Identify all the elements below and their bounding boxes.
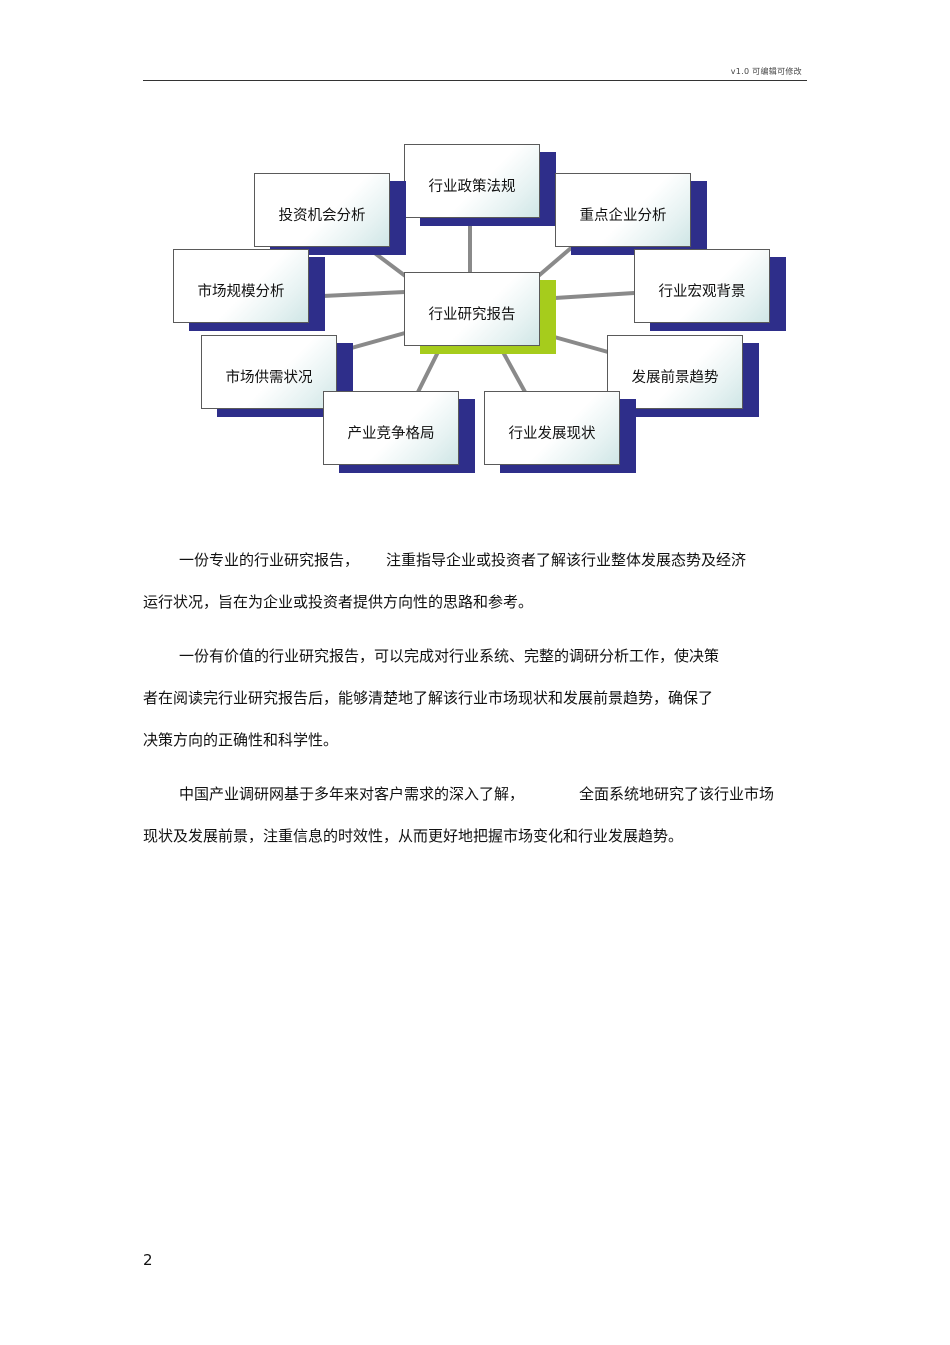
node-prospects-label: 发展前景趋势: [607, 335, 743, 409]
research-report-diagram: 行业政策法规 投资机会分析 重点企业分析 市场规模分析 行业宏观背景 行业研究报…: [0, 0, 950, 500]
connector-market-size: [321, 290, 407, 298]
connector-macro-background: [553, 291, 636, 300]
paragraph-2-line-2: 者在阅读完行业研究报告后，能够清楚地了解该行业市场现状和发展前景趋势，确保了: [143, 689, 714, 707]
paragraph-3-line-2: 现状及发展前景，注重信息的时效性，从而更好地把握市场变化和行业发展趋势。: [143, 827, 684, 845]
paragraph-3-line-1b: 全面系统地研究了该行业市场: [579, 785, 775, 803]
paragraph-1-line-1a: 一份专业的行业研究报告，: [179, 551, 360, 569]
page-number: 2: [143, 1251, 153, 1269]
node-center-label: 行业研究报告: [404, 272, 540, 346]
node-macro-background-label: 行业宏观背景: [634, 249, 770, 323]
paragraph-2-line-3: 决策方向的正确性和科学性。: [143, 731, 339, 749]
connector-competition: [416, 350, 440, 394]
node-key-enterprises-label: 重点企业分析: [555, 173, 691, 247]
node-supply-demand-label: 市场供需状况: [201, 335, 337, 409]
connector-lines: [321, 218, 636, 394]
paragraph-1-line-1b: 注重指导企业或投资者了解该行业整体发展态势及经济: [386, 551, 747, 569]
node-competition-label: 产业竞争格局: [323, 391, 459, 465]
connector-current-status: [501, 350, 527, 394]
version-label: v1.0 可编辑可修改: [730, 67, 802, 76]
paragraph-3-line-1a: 中国产业调研网基于多年来对客户需求的深入了解，: [179, 785, 525, 803]
node-market-size-label: 市场规模分析: [173, 249, 309, 323]
node-investment-label: 投资机会分析: [254, 173, 390, 247]
node-policy-label: 行业政策法规: [404, 144, 540, 218]
paragraph-1-line-2: 运行状况，旨在为企业或投资者提供方向性的思路和参考。: [143, 593, 534, 611]
header-divider: [143, 80, 807, 81]
node-current-status-label: 行业发展现状: [484, 391, 620, 465]
paragraph-2-line-1: 一份有价值的行业研究报告，可以完成对行业系统、完整的调研分析工作，使决策: [179, 647, 720, 665]
